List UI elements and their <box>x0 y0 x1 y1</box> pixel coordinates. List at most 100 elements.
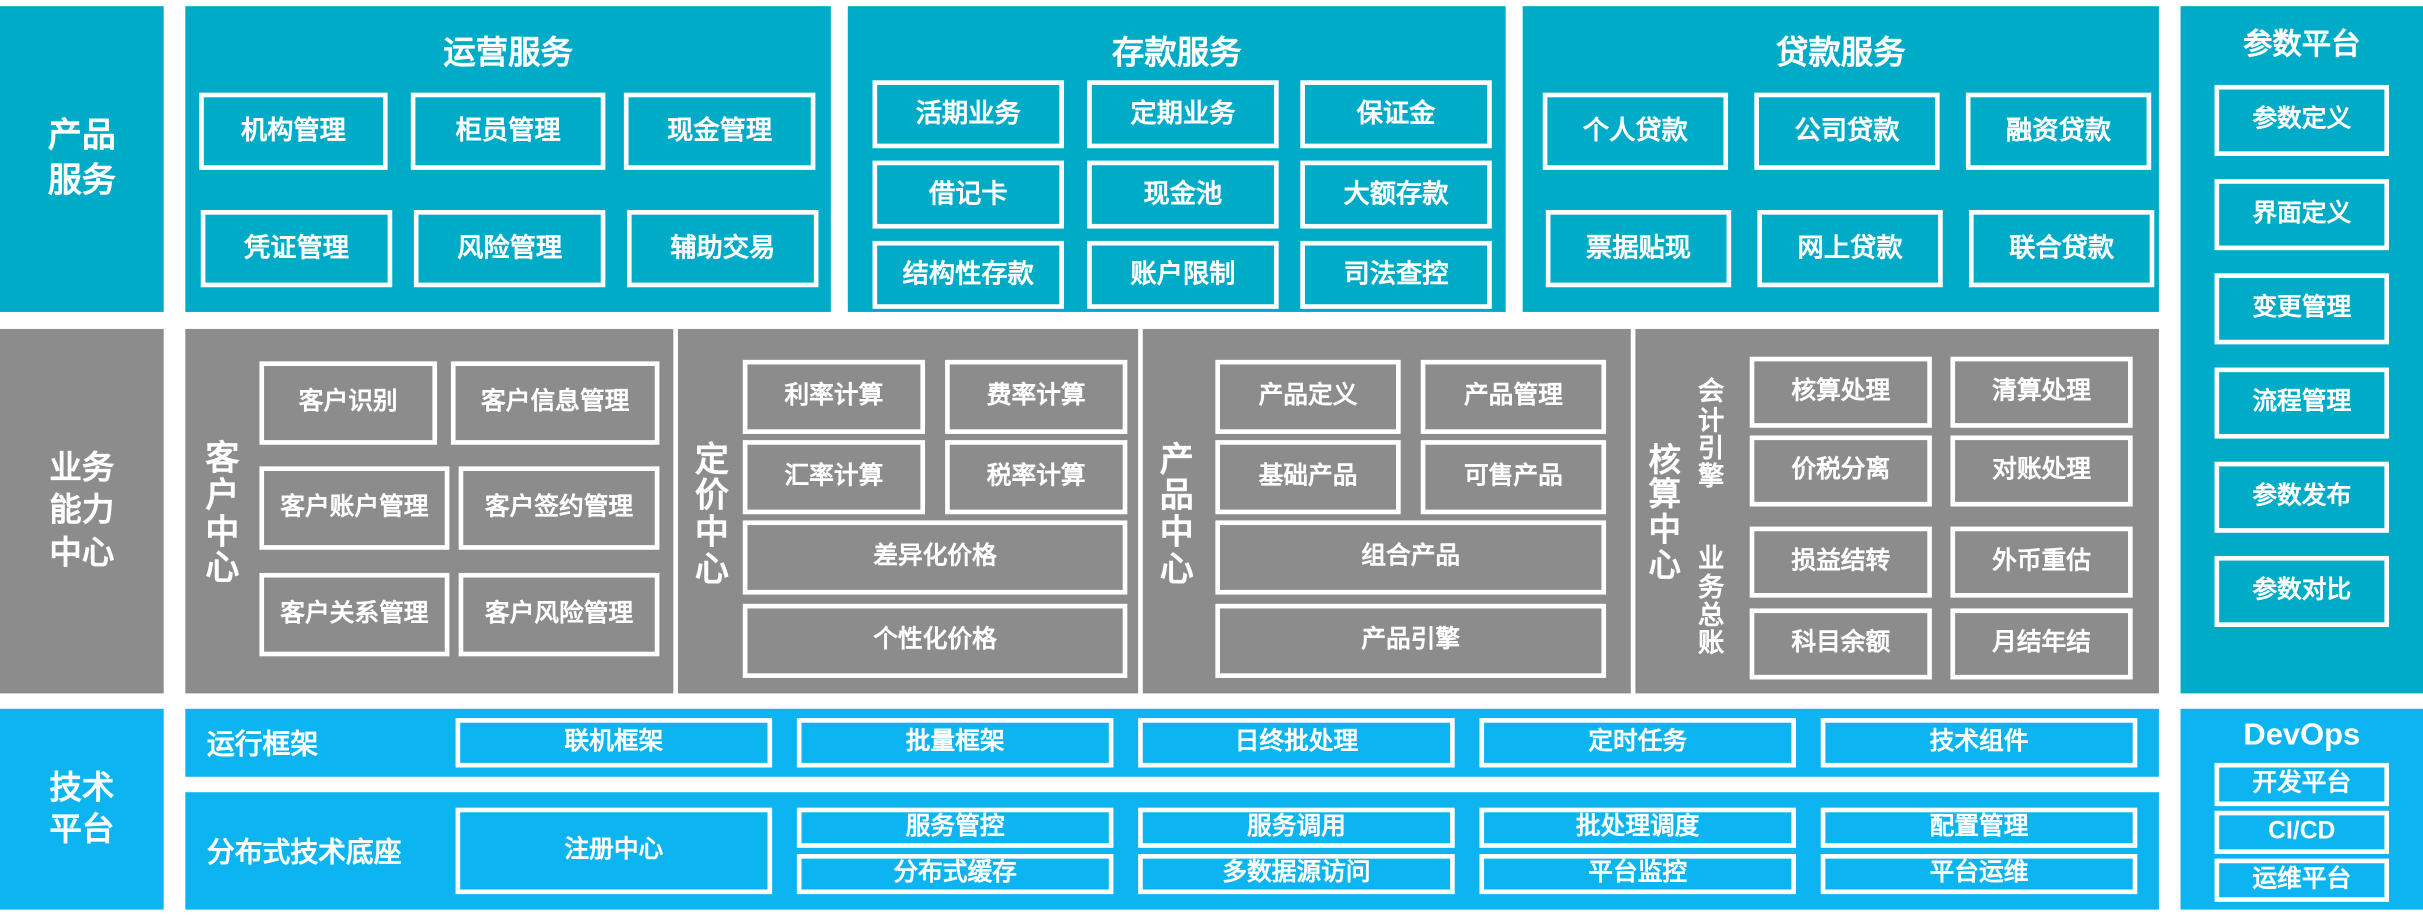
group-operation-service: 运营服务 机构管理 柜员管理 现金管理 凭证管理 风险管理 辅助交易 <box>185 6 831 312</box>
center-customer: 客 户 中 心 客户识别 客户信息管理 客户账户管理 客户签约管理 客户关系管理… <box>185 328 674 694</box>
capability-tile[interactable]: 利率计算 <box>742 359 926 434</box>
capability-tile[interactable]: 月结年结 <box>1950 608 2133 680</box>
service-tile[interactable]: 联合贷款 <box>1968 210 2155 288</box>
group-loan-service: 贷款服务 个人贷款 公司贷款 融资贷款 票据贴现 网上贷款 联合贷款 <box>1522 6 2159 312</box>
business-capability-rail: 业务 能力 中心 <box>0 328 164 694</box>
business-capability-rail-label: 业务 能力 中心 <box>49 451 115 571</box>
service-tile[interactable]: 凭证管理 <box>200 210 393 288</box>
capability-tile[interactable]: 客户关系管理 <box>259 572 450 657</box>
center-accounting: 核 算 中 心 会 计 引 擎 业 务 总 账 核算处理 清算处理 价税分离 对… <box>1635 328 2159 694</box>
capability-tile[interactable]: 客户信息管理 <box>450 361 660 445</box>
devops-tile[interactable]: CI/CD <box>2214 810 2390 854</box>
capability-tile[interactable]: 基础产品 <box>1215 440 1401 515</box>
parameter-tile[interactable]: 参数对比 <box>2214 555 2390 627</box>
tech-tile[interactable]: 配置管理 <box>1820 807 2138 848</box>
capability-tile[interactable]: 对账处理 <box>1950 435 2133 507</box>
tech-tile[interactable]: 平台监控 <box>1479 853 1797 895</box>
tech-tile[interactable]: 多数据源访问 <box>1138 853 1455 895</box>
tech-tile[interactable]: 服务调用 <box>1138 807 1455 848</box>
capability-tile-wide[interactable]: 组合产品 <box>1215 520 1607 595</box>
service-tile[interactable]: 柜员管理 <box>410 92 606 170</box>
parameter-tile[interactable]: 参数发布 <box>2214 461 2390 533</box>
service-tile[interactable]: 辅助交易 <box>626 210 819 288</box>
center-pricing: 定 价 中 心 利率计算 费率计算 汇率计算 税率计算 差异化价格 个性化价格 <box>677 328 1139 694</box>
capability-tile[interactable]: 清算处理 <box>1950 356 2133 428</box>
capability-tile-wide[interactable]: 产品引擎 <box>1215 603 1607 678</box>
center-sublabel-accounting-engine: 会 计 引 擎 <box>1697 377 1725 492</box>
devops-title: DevOps <box>2243 718 2361 753</box>
service-tile[interactable]: 融资贷款 <box>1965 92 2152 170</box>
service-tile[interactable]: 网上贷款 <box>1757 210 1943 288</box>
devops-platform: DevOps 开发平台 CI/CD 运维平台 <box>2180 708 2423 910</box>
tech-row-runtime-framework: 运行框架 联机框架 批量框架 日终批处理 定时任务 技术组件 <box>185 708 2159 777</box>
capability-tile[interactable]: 客户账户管理 <box>259 466 450 550</box>
capability-tile[interactable]: 客户风险管理 <box>458 572 660 657</box>
service-tile[interactable]: 借记卡 <box>872 160 1065 229</box>
tech-tile[interactable]: 定时任务 <box>1479 718 1797 768</box>
capability-tile-wide[interactable]: 差异化价格 <box>742 520 1128 595</box>
center-label-accounting: 核 算 中 心 <box>1648 442 1681 584</box>
capability-tile[interactable]: 损益结转 <box>1749 526 1932 598</box>
capability-tile[interactable]: 外币重估 <box>1950 526 2133 598</box>
capability-tile[interactable]: 可售产品 <box>1420 440 1607 515</box>
capability-tile[interactable]: 核算处理 <box>1749 356 1932 428</box>
service-tile[interactable]: 司法查控 <box>1300 240 1492 309</box>
capability-tile[interactable]: 产品管理 <box>1420 359 1607 434</box>
parameter-tile[interactable]: 参数定义 <box>2214 84 2390 156</box>
service-tile[interactable]: 账户限制 <box>1087 240 1279 309</box>
tech-tile[interactable]: 技术组件 <box>1820 718 2138 768</box>
product-service-rail: 产品 服务 <box>0 6 164 312</box>
service-tile[interactable]: 公司贷款 <box>1754 92 1940 170</box>
capability-tile[interactable]: 税率计算 <box>945 440 1128 515</box>
group-title-deposit-service: 存款服务 <box>1111 35 1242 72</box>
product-service-rail-label: 产品 服务 <box>47 116 116 200</box>
tech-tile[interactable]: 分布式缓存 <box>796 853 1114 895</box>
technical-platform-rail: 技术 平台 <box>0 708 164 910</box>
tech-tile[interactable]: 日终批处理 <box>1138 718 1455 768</box>
service-tile[interactable]: 机构管理 <box>199 92 388 170</box>
service-tile[interactable]: 大额存款 <box>1300 160 1492 229</box>
capability-tile-wide[interactable]: 个性化价格 <box>742 603 1128 678</box>
service-tile[interactable]: 现金管理 <box>623 92 816 170</box>
center-label-product: 产 品 中 心 <box>1159 439 1194 588</box>
tech-row-distributed-base: 分布式技术底座 注册中心 服务管控 服务调用 批处理调度 配置管理 分布式缓存 … <box>185 792 2159 910</box>
service-tile[interactable]: 活期业务 <box>872 80 1065 149</box>
capability-tile[interactable]: 汇率计算 <box>742 440 926 515</box>
capability-tile[interactable]: 费率计算 <box>945 359 1128 434</box>
service-tile[interactable]: 风险管理 <box>413 210 606 288</box>
tech-tile[interactable]: 平台运维 <box>1820 853 2138 895</box>
devops-tile[interactable]: 运维平台 <box>2214 858 2390 902</box>
tech-row-label-runtime-framework: 运行框架 <box>206 728 319 760</box>
parameter-tile[interactable]: 流程管理 <box>2214 367 2390 439</box>
service-tile[interactable]: 保证金 <box>1300 80 1492 149</box>
service-tile[interactable]: 个人贷款 <box>1542 92 1729 170</box>
capability-tile[interactable]: 产品定义 <box>1215 359 1401 434</box>
capability-tile[interactable]: 价税分离 <box>1749 435 1932 507</box>
tech-tile[interactable]: 批处理调度 <box>1479 807 1797 848</box>
capability-tile[interactable]: 科目余额 <box>1749 608 1932 680</box>
group-title-operation-service: 运营服务 <box>443 35 573 72</box>
center-label-pricing: 定 价 中 心 <box>694 439 729 588</box>
technical-platform-rail-label: 技术 平台 <box>49 770 115 848</box>
group-title-loan-service: 贷款服务 <box>1775 35 1906 72</box>
service-tile[interactable]: 现金池 <box>1087 160 1279 229</box>
tech-row-label-distributed-base: 分布式技术底座 <box>206 837 402 868</box>
parameter-tile[interactable]: 界面定义 <box>2214 179 2390 251</box>
devops-tile[interactable]: 开发平台 <box>2214 762 2390 807</box>
tech-tile[interactable]: 批量框架 <box>796 718 1114 768</box>
tech-tile-wide[interactable]: 注册中心 <box>455 807 773 895</box>
group-deposit-service: 存款服务 活期业务 定期业务 保证金 借记卡 现金池 大额存款 结构性存款 账户… <box>847 6 1506 312</box>
capability-tile[interactable]: 客户签约管理 <box>458 466 660 550</box>
parameter-platform-title: 参数平台 <box>2243 29 2361 62</box>
tech-tile[interactable]: 联机框架 <box>455 718 773 768</box>
center-sublabel-business-ledger: 业 务 总 账 <box>1697 544 1725 659</box>
parameter-tile[interactable]: 变更管理 <box>2214 273 2390 345</box>
service-tile[interactable]: 结构性存款 <box>872 240 1065 309</box>
service-tile[interactable]: 票据贴现 <box>1545 210 1732 288</box>
tech-tile[interactable]: 服务管控 <box>796 807 1114 848</box>
service-tile[interactable]: 定期业务 <box>1087 80 1279 149</box>
center-label-customer: 客 户 中 心 <box>205 438 240 588</box>
parameter-platform: 参数平台 参数定义 界面定义 变更管理 流程管理 参数发布 参数对比 <box>2180 6 2423 694</box>
capability-tile[interactable]: 客户识别 <box>259 361 438 445</box>
